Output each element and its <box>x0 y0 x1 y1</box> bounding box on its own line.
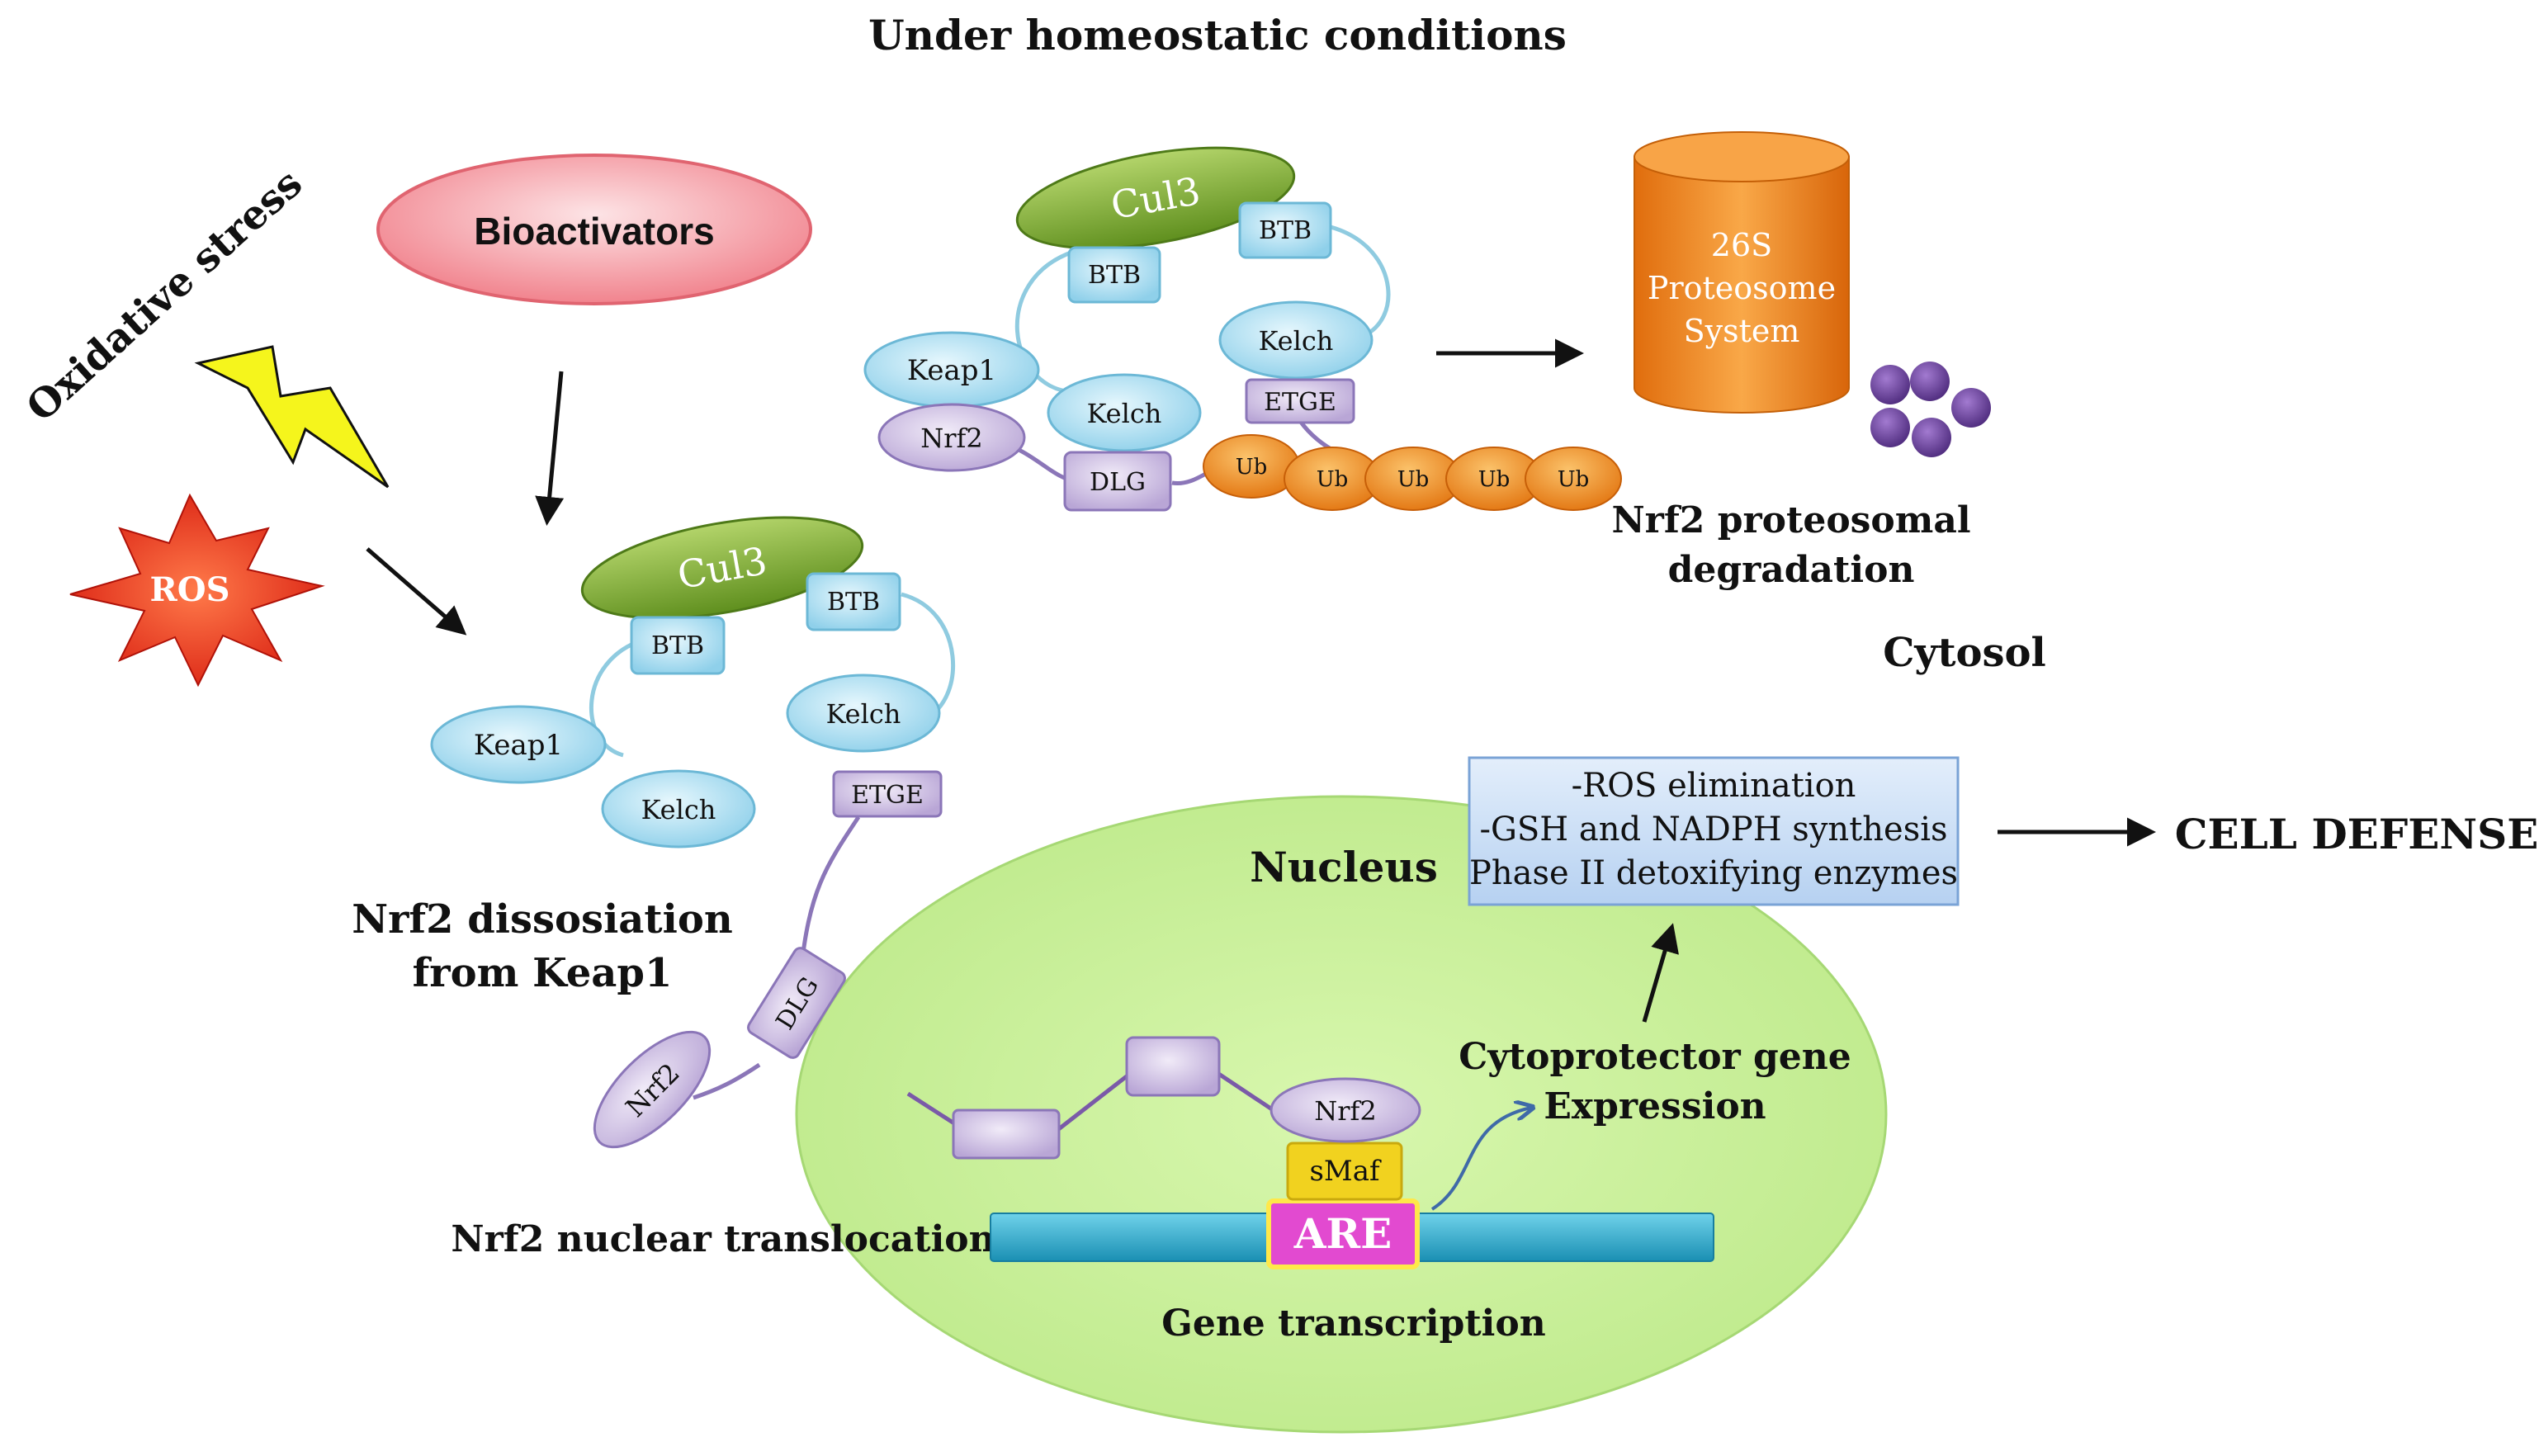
top-dlg-label: DLG <box>1090 468 1146 497</box>
mid-keap1 <box>430 705 607 784</box>
effects-arrow <box>1642 923 1679 1023</box>
ub-1-label: Ub <box>1236 455 1268 480</box>
ub-2-label: Ub <box>1317 467 1349 492</box>
effect-gsh-nadph: -GSH and NADPH synthesis <box>1479 811 1947 849</box>
expression-arrow <box>1430 1108 1531 1211</box>
mid-btb-right-label: BTB <box>827 588 880 617</box>
proteasome-cylinder <box>1634 131 1850 414</box>
top-etge <box>1245 378 1355 424</box>
are-label: ARE <box>1293 1209 1392 1258</box>
bioactivators-ellipse <box>376 154 812 305</box>
top-btb-right <box>1238 201 1332 259</box>
nuclear-complex: ARE sMaf Nrf2 <box>906 1036 1714 1269</box>
top-cul3 <box>1015 146 1296 250</box>
top-kelch-right-label: Kelch <box>1259 325 1334 357</box>
mid-btb-right <box>806 572 901 631</box>
diagram-title: Under homeostatic conditions <box>868 11 1567 59</box>
proteasome-line2: Proteosome <box>1648 270 1836 306</box>
nuclear-small-box-2 <box>1125 1036 1221 1097</box>
top-btb-left-label: BTB <box>1088 261 1141 290</box>
mid-btb-left-label: BTB <box>651 631 704 660</box>
top-etge-label: ETGE <box>1264 388 1336 417</box>
cytoprotector-label-line2: Expression <box>1544 1085 1766 1127</box>
top-kelch-left <box>1047 373 1202 452</box>
ub-5 <box>1525 447 1622 511</box>
degraded-peptides-icon <box>1870 362 1991 457</box>
top-btb-left <box>1067 246 1161 304</box>
top-keap1-label: Keap1 <box>907 354 996 387</box>
mid-etge-label: ETGE <box>851 781 924 810</box>
translocation-label: Nrf2 nuclear translocation <box>451 1218 995 1260</box>
ros-label: ROS <box>150 570 230 609</box>
mid-kelch-right <box>786 674 941 753</box>
cytoprotector-label-line1: Cytoprotector gene <box>1459 1036 1851 1078</box>
gene-transcription-label: Gene transcription <box>1161 1302 1545 1345</box>
bioactivators-arrow <box>535 371 565 526</box>
ros-starburst-icon <box>69 493 325 688</box>
mid-kelch-left-label: Kelch <box>641 794 716 825</box>
ros-arrow <box>366 547 467 636</box>
ub-3-label: Ub <box>1397 467 1430 492</box>
top-complex: Cul3 BTB BTB Keap1 Kelch Kelch ETGE Nrf2… <box>863 146 1622 512</box>
ub-5-label: Ub <box>1558 467 1590 492</box>
degradation-label-line2: degradation <box>1668 549 1915 591</box>
nuclear-nrf2-label: Nrf2 <box>1314 1095 1377 1127</box>
proteasome-line1: 26S <box>1711 227 1772 263</box>
smaf-label: sMaf <box>1309 1155 1382 1188</box>
mid-cul3 <box>580 516 864 620</box>
nuclear-small-box-1 <box>952 1109 1061 1160</box>
mid-kelch-left <box>601 769 756 849</box>
effect-ros-elimination: -ROS elimination <box>1572 767 1856 805</box>
top-kelch-left-label: Kelch <box>1087 398 1162 429</box>
top-btb-right-label: BTB <box>1259 216 1312 245</box>
dissociation-label-line1: Nrf2 dissosiation <box>352 896 732 943</box>
nucleus-label: Nucleus <box>1250 843 1438 891</box>
cell-defense-label: CELL DEFENSE <box>2175 810 2539 858</box>
proteasome-line3: System <box>1684 313 1800 349</box>
mid-nrf2 <box>593 1030 712 1149</box>
are-box <box>1266 1198 1420 1269</box>
top-kelch-right <box>1218 300 1374 380</box>
top-nrf2 <box>877 403 1026 472</box>
effects-box <box>1468 756 1960 906</box>
nuclear-nrf2 <box>1270 1077 1421 1143</box>
degradation-label-line1: Nrf2 proteosomal <box>1611 499 1970 541</box>
mid-btb-left <box>630 616 726 675</box>
dissociation-label-line2: from Keap1 <box>413 950 673 996</box>
ub-4-label: Ub <box>1478 467 1511 492</box>
mid-kelch-right-label: Kelch <box>826 698 901 730</box>
cytosol-label: Cytosol <box>1883 630 2046 676</box>
mid-etge <box>832 770 943 818</box>
bioactivators-label: Bioactivators <box>474 210 714 253</box>
mid-complex: Cul3 BTB BTB Keap1 Kelch Kelch ETGE DLG … <box>430 516 956 1149</box>
top-nrf2-label: Nrf2 <box>920 423 983 454</box>
lightning-bolt-icon <box>194 345 390 489</box>
top-dlg <box>1063 451 1172 512</box>
mid-keap1-label: Keap1 <box>474 729 563 762</box>
mid-dlg <box>747 947 846 1059</box>
effect-phase-ii: Phase II detoxifying enzymes <box>1469 854 1958 892</box>
smaf-box <box>1286 1142 1403 1201</box>
